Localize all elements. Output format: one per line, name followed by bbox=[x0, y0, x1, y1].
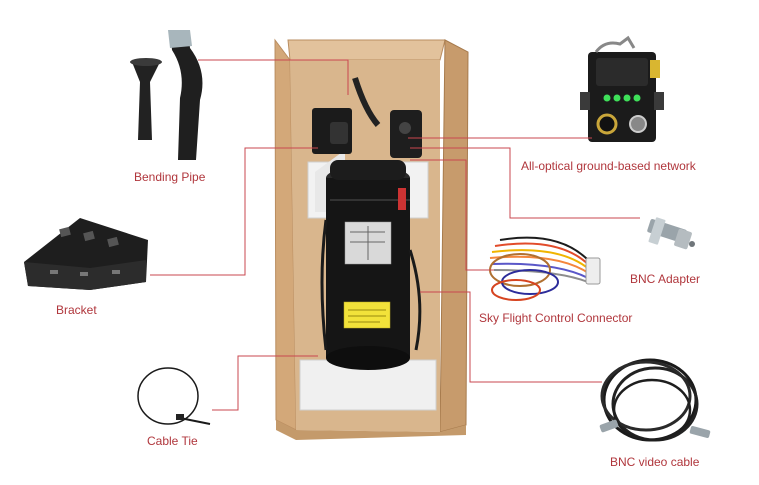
leader-sky-flight bbox=[410, 159, 494, 271]
main-device bbox=[326, 160, 410, 370]
bending-pipe-icon bbox=[130, 30, 203, 160]
coil-cable-icon bbox=[599, 358, 711, 442]
leader-lines bbox=[150, 59, 640, 411]
label-bracket: Bracket bbox=[56, 303, 97, 317]
label-bending-pipe: Bending Pipe bbox=[134, 170, 206, 184]
leader-cable-tie bbox=[212, 355, 318, 411]
label-ground-network: All-optical ground-based network bbox=[521, 159, 696, 173]
leader-bracket bbox=[150, 147, 318, 276]
bnc-adapter-icon bbox=[647, 217, 695, 250]
cable-tie-icon bbox=[137, 367, 211, 425]
packed-accessories bbox=[312, 77, 422, 158]
label-cable-tie: Cable Tie bbox=[147, 434, 198, 448]
leader-bending-pipe bbox=[198, 59, 349, 95]
leader-bnc-video bbox=[420, 291, 602, 383]
bracket-icon bbox=[24, 218, 148, 290]
leader-bnc-adapter bbox=[410, 147, 640, 219]
label-sky-flight-connector: Sky Flight Control Connector bbox=[479, 311, 633, 325]
network-module-icon bbox=[580, 35, 664, 142]
label-bnc-adapter: BNC Adapter bbox=[630, 272, 701, 286]
label-bnc-video-cable: BNC video cable bbox=[610, 455, 700, 469]
wire-harness-icon bbox=[489, 236, 601, 301]
